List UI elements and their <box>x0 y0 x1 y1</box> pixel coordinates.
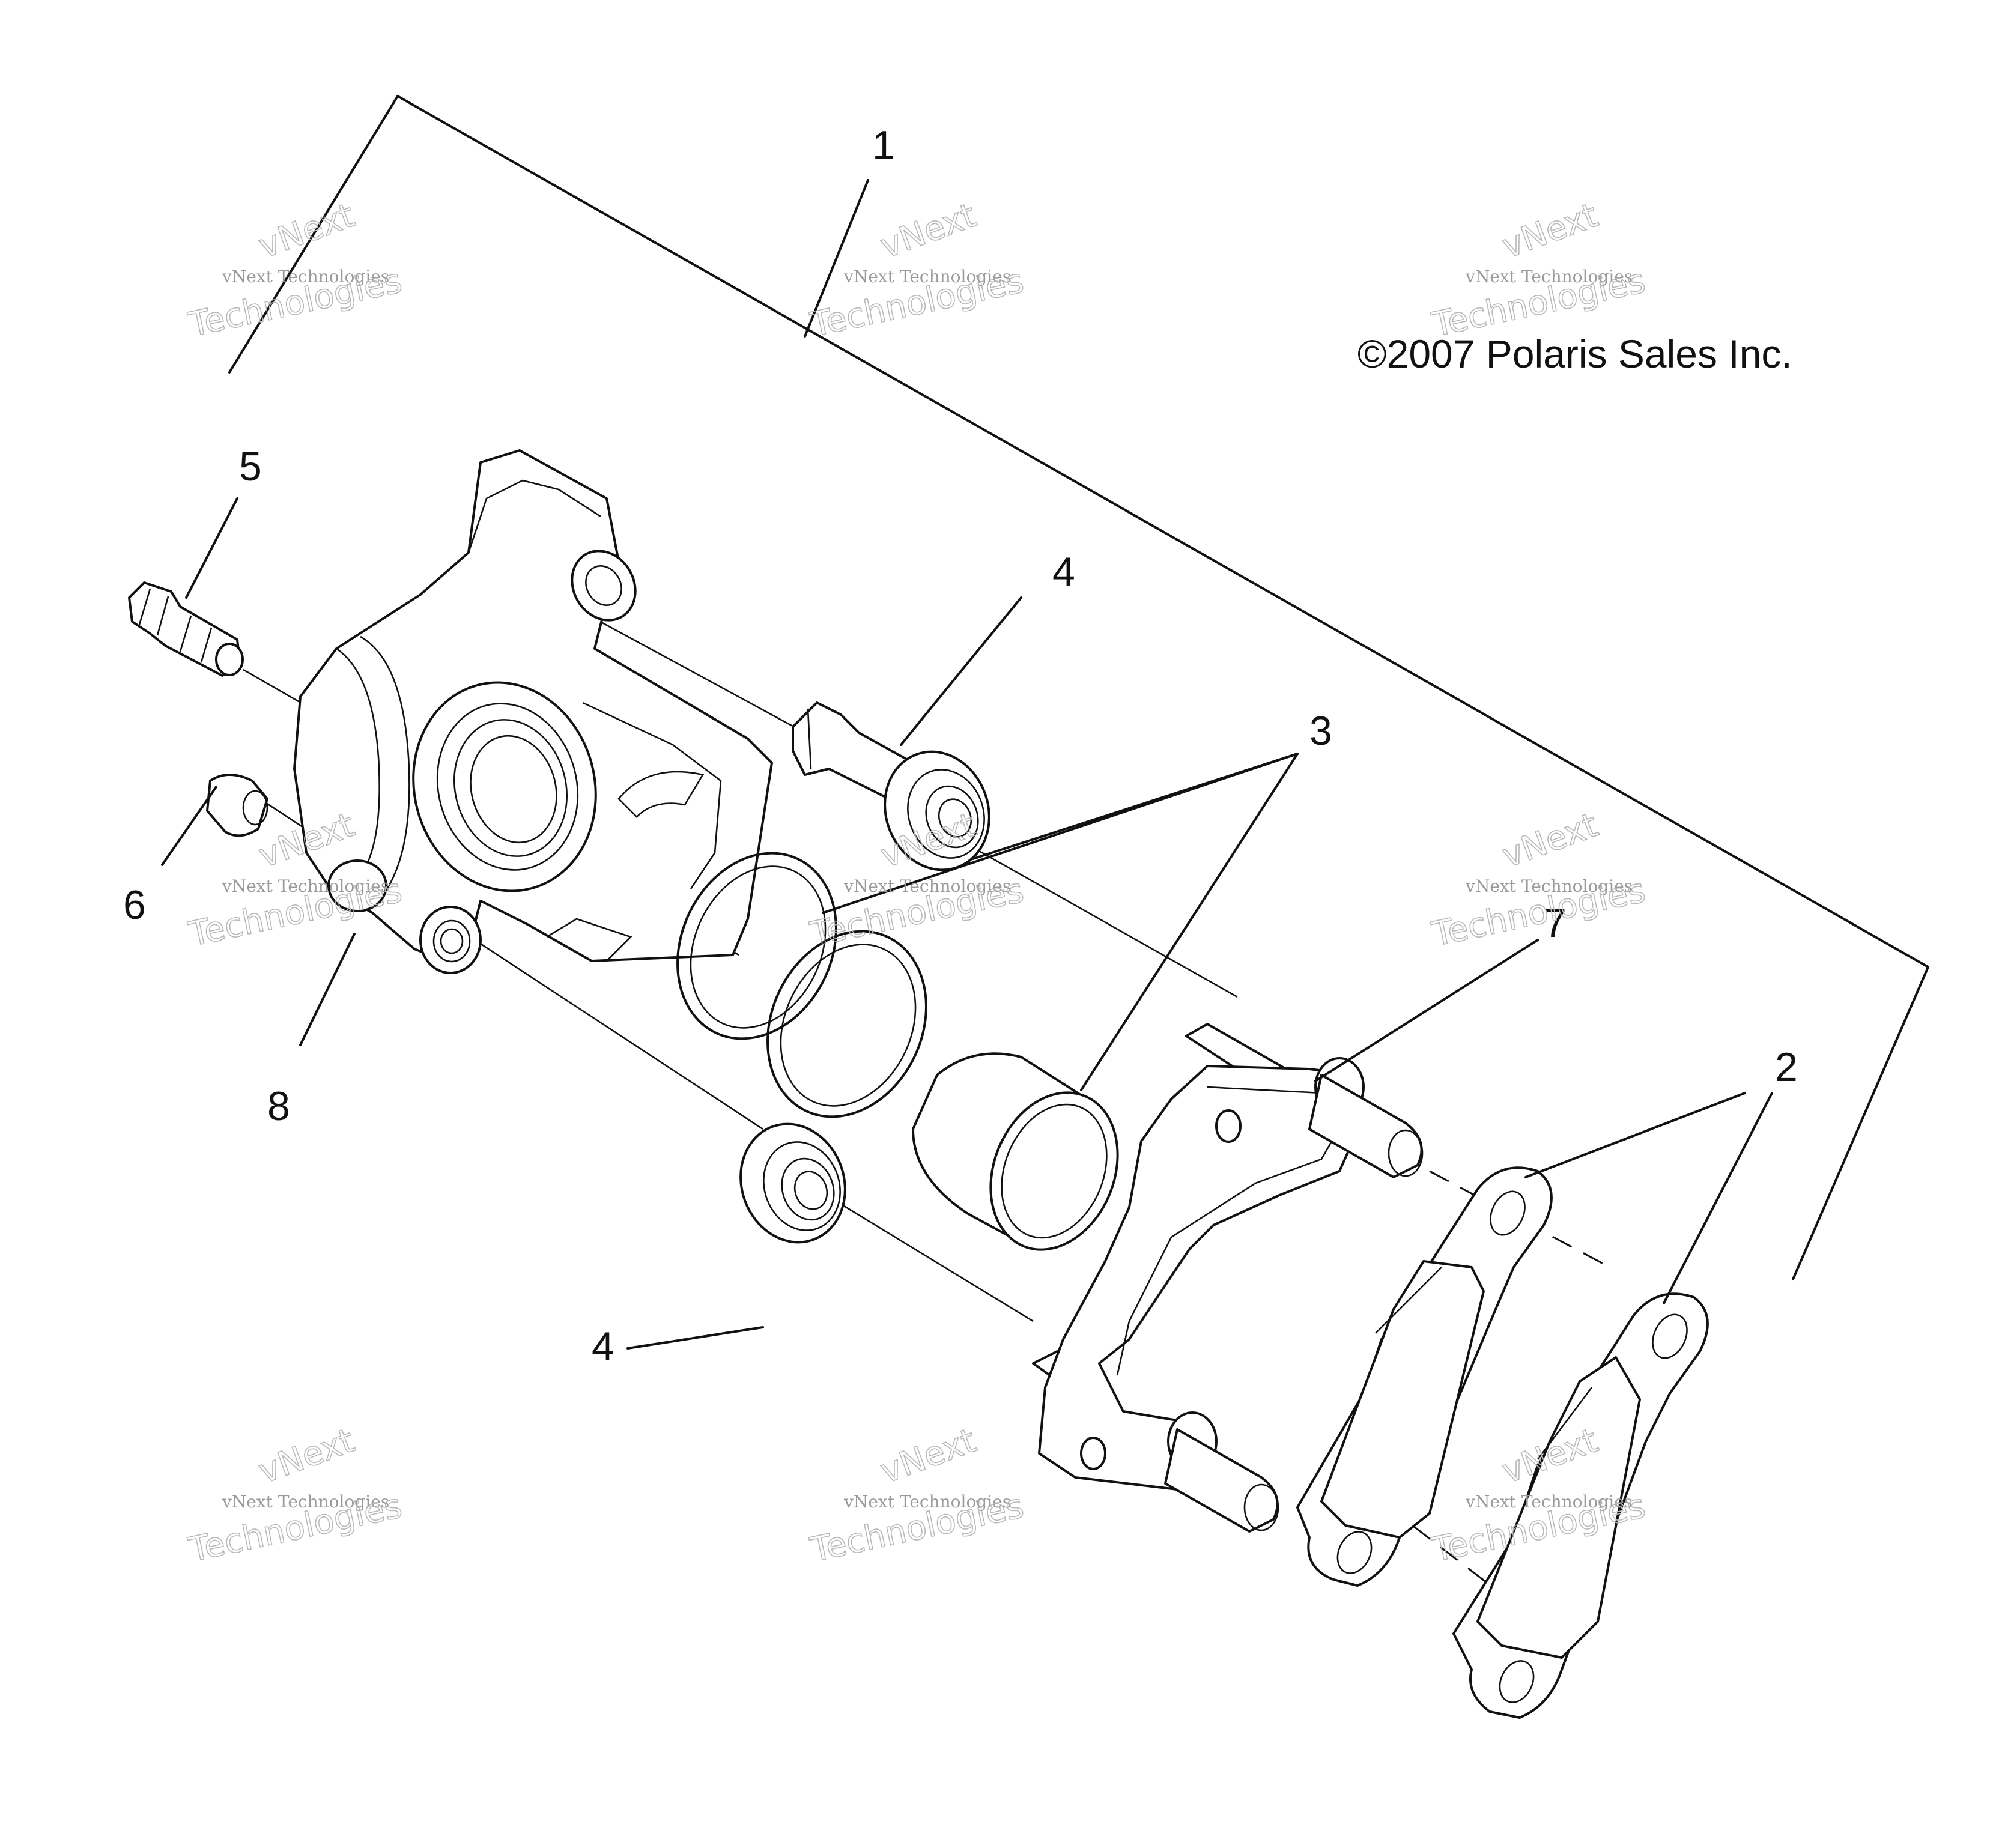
callout-4-lower: 4 <box>592 1324 614 1369</box>
watermark-small-line: vNext Technologies <box>843 267 1011 286</box>
watermark-big-line-1: vNext <box>254 1421 360 1491</box>
watermark-small-line: vNext Technologies <box>1465 876 1633 896</box>
callout-1: 1 <box>872 123 895 168</box>
callout-6: 6 <box>123 882 146 928</box>
seal-ring-inner <box>766 930 927 1118</box>
callout-8: 8 <box>267 1083 290 1129</box>
watermark-small-line: vNext Technologies <box>222 876 389 896</box>
watermark-big-line-1: vNext <box>254 196 360 266</box>
pin-boot-4-lower <box>739 1122 846 1244</box>
watermark-small-line: vNext Technologies <box>222 267 389 286</box>
watermark-big-line-1: vNext <box>876 196 981 266</box>
callout-5: 5 <box>239 444 262 489</box>
watermark-small-line: vNext Technologies <box>222 1492 389 1512</box>
watermark-small-line: vNext Technologies <box>1465 267 1633 286</box>
caliper-body-8 <box>293 449 773 974</box>
brake-pad-rear <box>1452 1292 1709 1719</box>
callout-3: 3 <box>1309 708 1332 754</box>
brake-pad-front <box>1296 1166 1553 1587</box>
watermark-big-line-1: vNext <box>1497 196 1603 266</box>
watermark: vNext vNext Technologies Technologies <box>1428 195 1649 345</box>
watermark: vNext vNext Technologies Technologies <box>807 1420 1028 1570</box>
watermark: vNext vNext Technologies Technologies <box>185 1420 406 1570</box>
watermark-small-line: vNext Technologies <box>1465 1492 1633 1512</box>
callout-labels: 1 5 4 3 6 7 2 8 4 <box>123 123 1798 1369</box>
assembly-bracket-1 <box>228 95 1929 1280</box>
bleeder-cap-6 <box>206 774 268 837</box>
watermark: vNext vNext Technologies Technologies <box>1428 805 1649 954</box>
watermark-small-line: vNext Technologies <box>843 876 1011 896</box>
caliper-bracket-7 <box>1032 1023 1424 1533</box>
piston <box>912 1052 1119 1251</box>
callout-4-upper: 4 <box>1052 549 1075 595</box>
watermark-small-line: vNext Technologies <box>843 1492 1011 1512</box>
leader-lines <box>161 179 1773 1350</box>
watermark: vNext vNext Technologies Technologies <box>807 195 1028 345</box>
callout-7: 7 <box>1544 900 1567 946</box>
watermark: vNext vNext Technologies Technologies <box>807 805 1028 954</box>
callout-2: 2 <box>1775 1044 1798 1090</box>
bleeder-screw-5 <box>128 581 244 677</box>
watermark: vNext vNext Technologies Technologies <box>185 195 406 345</box>
watermark-big-line-1: vNext <box>1497 805 1603 876</box>
seal-ring-outer <box>676 852 837 1040</box>
watermark-big-line-1: vNext <box>876 1421 981 1491</box>
copyright-notice: ©2007 Polaris Sales Inc. <box>1357 332 1792 376</box>
